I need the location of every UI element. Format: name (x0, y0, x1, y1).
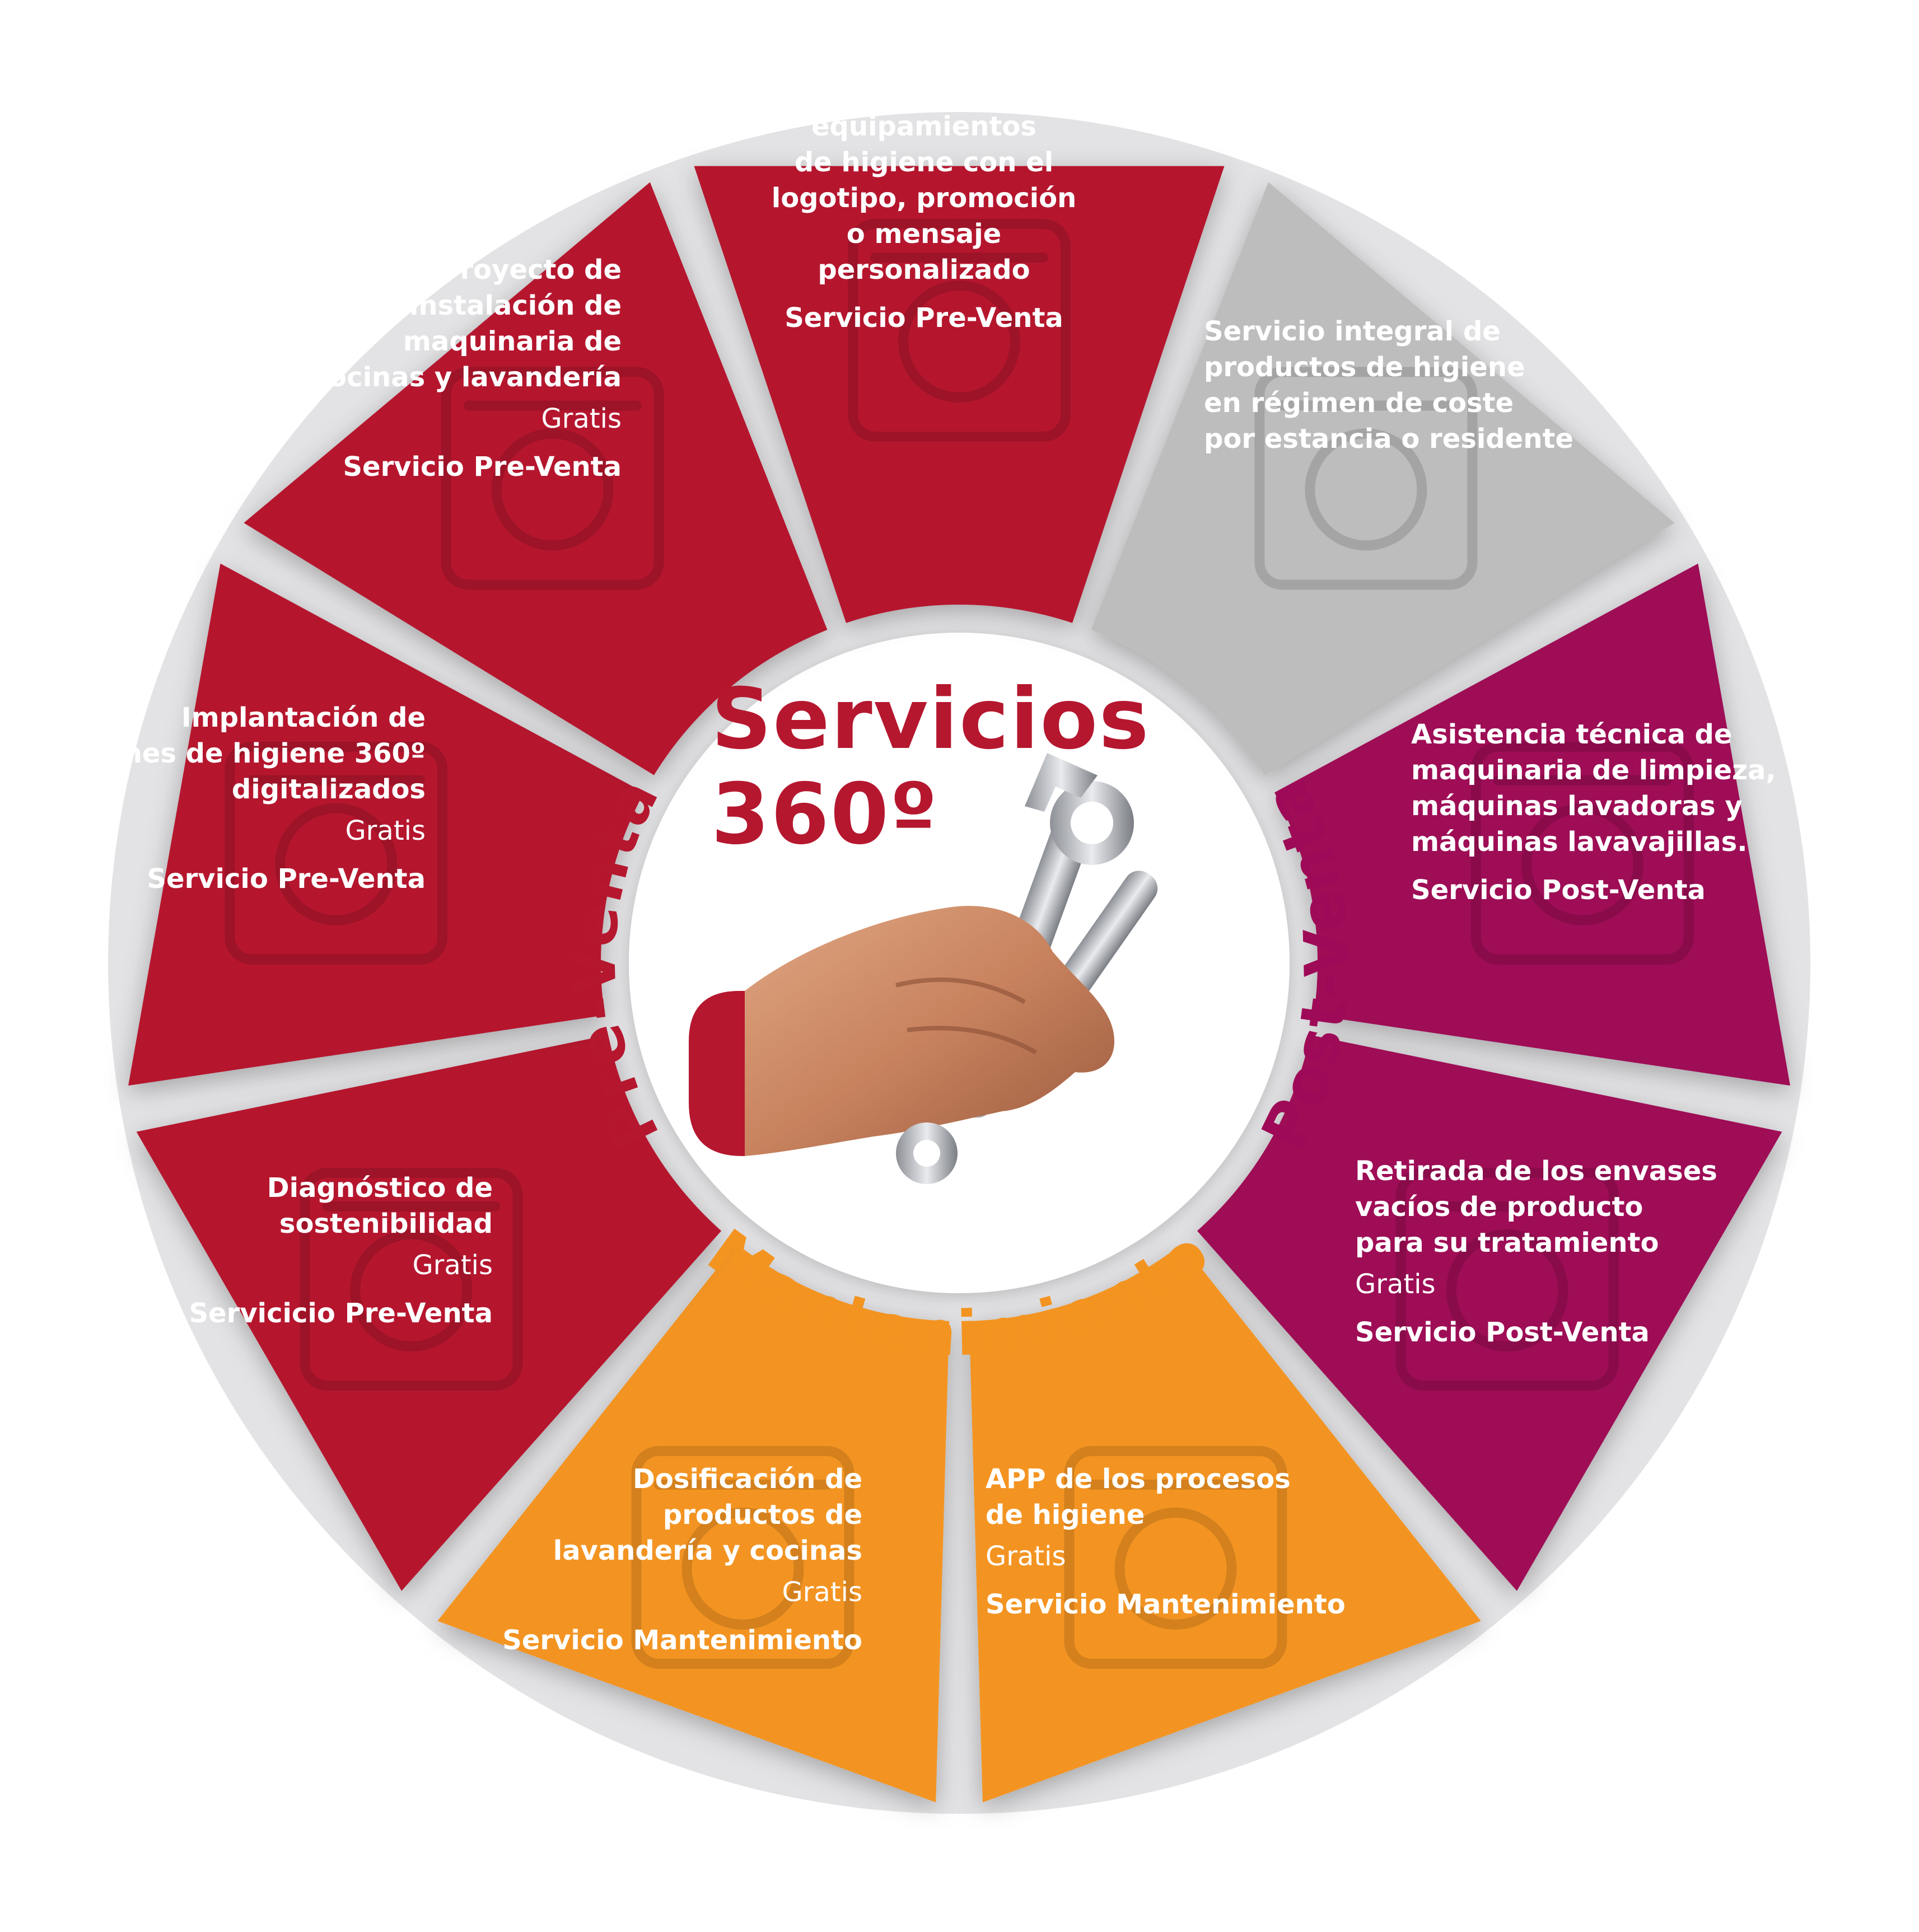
segment-text-implantacion: Implantación de planes de higiene 360º d… (62, 700, 426, 897)
segment-text-retirada: Retirada de los envases vacíos de produc… (1355, 1153, 1758, 1350)
segment-free-label: Gratis (986, 1541, 1066, 1572)
segment-implantacion (128, 563, 645, 1086)
segment-title: Retirada de los envases vacíos de produc… (1355, 1156, 1717, 1259)
segment-title: APP de los procesos de higiene (986, 1463, 1291, 1531)
segment-title: Implantación de planes de higiene 360º d… (76, 702, 426, 805)
segment-dosificacion (437, 1243, 950, 1803)
phone-gear-icon (1064, 1446, 1287, 1669)
segment-text-integral: Servicio integral de productos de higien… (1204, 314, 1641, 457)
monitor-icon (225, 741, 448, 965)
segment-title: Servicio integral de productos de higien… (1204, 316, 1574, 455)
segment-title: Proyecto de instalación de maquinaria de… (312, 254, 622, 393)
truck-icon (1395, 1168, 1619, 1391)
segment-title: Dosificación de productos de lavandería … (553, 1463, 862, 1566)
segment-service-label: Servicio Mantenimiento (986, 1589, 1346, 1620)
wrench-2-head (1025, 753, 1098, 812)
center-title: Servicios 360º (711, 672, 1150, 862)
segment-integral (1091, 182, 1675, 775)
segment-text-asistencia: Asistencia técnica de maquinaria de limp… (1411, 717, 1837, 908)
segment-asistencia (1274, 563, 1790, 1086)
segment-rotulacion (694, 166, 1225, 623)
wrench-icon (1470, 741, 1694, 965)
segment-title: Rotulación de equipamientos de higiene c… (771, 75, 1077, 286)
segment-free-label: Gratis (782, 1577, 862, 1608)
segment-service-label: Servicio Mantenimiento (502, 1625, 862, 1656)
tablet-icon (848, 219, 1071, 442)
segment-app (969, 1243, 1481, 1803)
handshake-icon (1254, 367, 1478, 590)
center-title-line2: 360º (711, 766, 939, 863)
segment-service-label: Servicio Pre-Venta (785, 302, 1063, 334)
red-tab (689, 991, 745, 1156)
hand (745, 906, 1114, 1156)
segment-diagnostico (136, 1035, 722, 1591)
washing-machine-icon (441, 367, 664, 590)
segment-service-label: Servicio Pre-Venta (343, 451, 622, 483)
center-title-line1: Servicios (711, 671, 1150, 768)
segment-proyecto (244, 182, 828, 775)
segment-service-label: Servicio Post-Venta (1355, 1317, 1650, 1348)
segment-free-label: Gratis (1355, 1269, 1436, 1300)
segment-free-label: Gratis (412, 1250, 493, 1281)
hand-wrench-illustration (689, 753, 1158, 1184)
segment-service-label: Servicicio Pre-Venta (189, 1298, 493, 1329)
segment-title: Asistencia técnica de maquinaria de limp… (1411, 719, 1776, 858)
segment-service-label: Servicio Pre-Venta (147, 863, 426, 895)
segment-service-label: Servicio Post-Venta (1411, 874, 1706, 906)
segment-free-label: Gratis (541, 403, 622, 434)
segment-text-dosificacion: Dosificación de productos de lavandería … (448, 1461, 862, 1658)
segment-text-rotulacion: Rotulación de equipamientos de higiene c… (728, 73, 1120, 336)
segment-text-proyecto: Proyecto de instalación de maquinaria de… (241, 252, 622, 485)
segment-free-label: Gratis (345, 815, 426, 846)
bottle-icon (631, 1446, 855, 1669)
segment-retirada (1197, 1035, 1782, 1591)
folder-chart-icon (300, 1168, 523, 1391)
segment-title: Diagnóstico de sostenibilidad (267, 1172, 493, 1239)
